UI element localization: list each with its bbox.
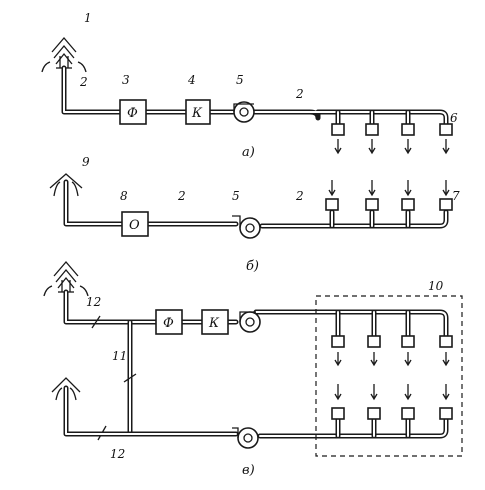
label-11: 11 <box>112 349 127 363</box>
label-2: 2 <box>295 189 304 203</box>
outlet-grille <box>401 123 415 136</box>
intake-grille <box>439 198 453 211</box>
intake-grille <box>325 198 339 211</box>
heater-letter: К <box>208 316 220 331</box>
outlet-grille <box>367 335 381 348</box>
intake-grille <box>439 407 453 420</box>
caption-c: в) <box>242 463 255 478</box>
room-boundary <box>315 295 463 457</box>
label-3: 3 <box>122 73 130 87</box>
scheme-c: Ф К <box>43 261 463 478</box>
heater-letter: К <box>191 106 203 121</box>
intake-grille <box>401 407 415 420</box>
label-12: 12 <box>86 295 101 309</box>
intake-grille <box>365 198 379 211</box>
filter-letter: Ф <box>127 106 138 121</box>
label-9: 9 <box>82 155 90 169</box>
outlet-grille <box>439 123 453 136</box>
label-5: 5 <box>232 189 240 203</box>
fan <box>239 311 261 333</box>
exhaust-hood <box>51 377 81 401</box>
exhaust-hood <box>49 173 83 197</box>
outlet-grille <box>439 335 453 348</box>
label-6: 6 <box>450 111 458 125</box>
scheme-b: О 9 8 2 5 2 7 б) <box>49 155 460 274</box>
label-8: 8 <box>120 189 128 203</box>
filter-box <box>155 309 183 335</box>
fan <box>232 215 261 239</box>
outlet-grille <box>331 335 345 348</box>
damper <box>123 373 137 383</box>
scheme-a: Ф К 1 2 3 4 5 2 6 а) <box>41 11 458 160</box>
intake-grille <box>367 407 381 420</box>
label-4: 4 <box>187 73 196 87</box>
dust-collector-letter: О <box>129 218 140 233</box>
heater-box <box>201 309 229 335</box>
label-5: 5 <box>236 73 244 87</box>
fan <box>232 427 259 449</box>
intake-grille <box>331 407 345 420</box>
caption-b: б) <box>246 259 259 274</box>
caption-a: а) <box>242 145 255 160</box>
fan <box>233 101 255 123</box>
label-7: 7 <box>452 189 460 203</box>
dust-collector-box <box>121 211 149 237</box>
label-1: 1 <box>84 11 92 25</box>
filter-letter: Ф <box>163 316 174 331</box>
outlet-grille <box>365 123 379 136</box>
outlet-grille <box>401 335 415 348</box>
label-2: 2 <box>79 75 88 89</box>
damper <box>91 315 101 329</box>
label-2: 2 <box>177 189 186 203</box>
label-10: 10 <box>428 279 444 293</box>
heater-box <box>185 99 211 125</box>
label-12: 12 <box>110 447 125 461</box>
intake-grille <box>401 198 415 211</box>
filter-box <box>119 99 147 125</box>
label-2: 2 <box>295 87 304 101</box>
outlet-grille <box>331 123 345 136</box>
